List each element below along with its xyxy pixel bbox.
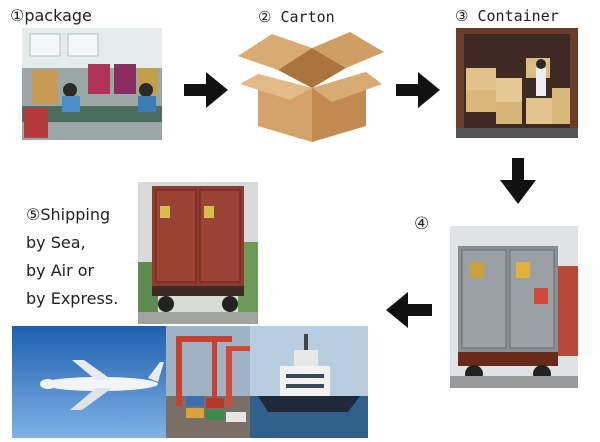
arrow-right-icon-1 bbox=[184, 72, 228, 108]
arrow-left-icon bbox=[386, 292, 432, 328]
carton-photo bbox=[232, 26, 390, 146]
step-1-label: ①package bbox=[10, 6, 92, 25]
container-truck-photo bbox=[138, 182, 258, 324]
shipping-line-4: by Express. bbox=[26, 289, 119, 308]
airplane-photo bbox=[12, 326, 178, 438]
container-interior-photo bbox=[456, 28, 578, 138]
shipping-methods-text: ⑤Shipping by Sea, by Air or by Express. bbox=[26, 201, 118, 313]
shipping-line-1: ⑤Shipping bbox=[26, 205, 111, 224]
arrow-down-icon bbox=[500, 158, 536, 204]
shipping-line-2: by Sea, bbox=[26, 233, 86, 252]
step-2-label: ② Carton bbox=[258, 8, 335, 26]
step-3-label: ③ Container bbox=[455, 7, 559, 25]
arrow-right-icon-2 bbox=[396, 72, 440, 108]
shipping-line-3: by Air or bbox=[26, 261, 95, 280]
port-cranes-photo bbox=[166, 326, 260, 438]
packaging-photo bbox=[22, 28, 162, 140]
cargo-ship-photo bbox=[250, 326, 368, 438]
loading-truck-photo bbox=[450, 226, 578, 388]
step-4-label: ④ bbox=[414, 214, 430, 234]
